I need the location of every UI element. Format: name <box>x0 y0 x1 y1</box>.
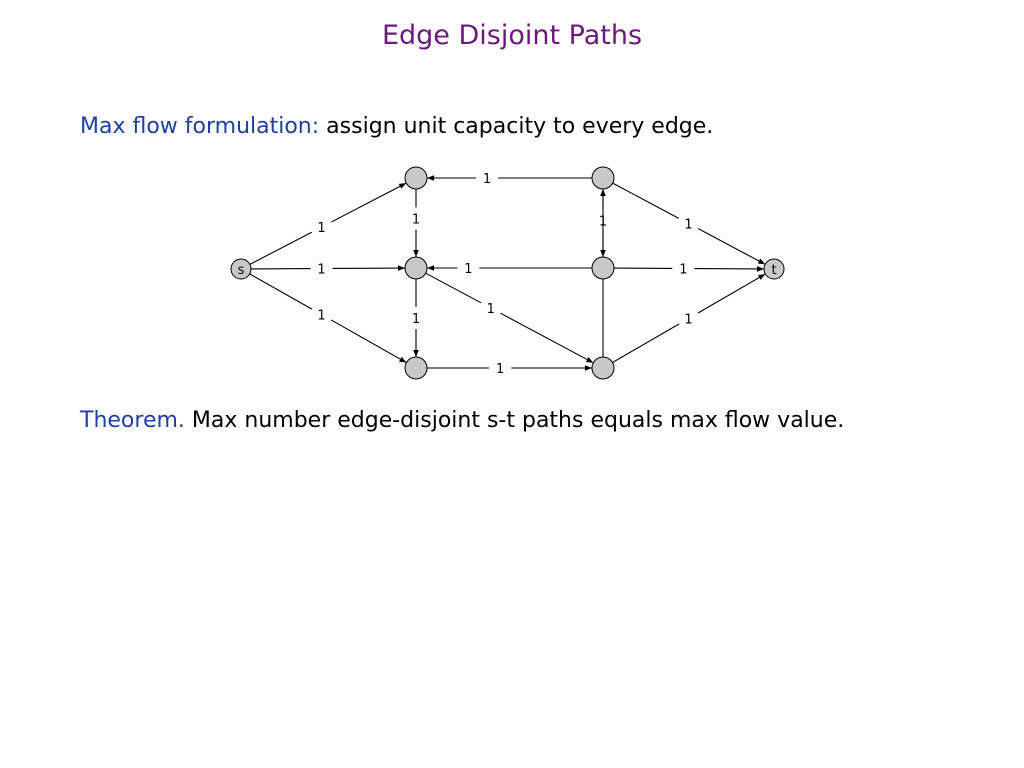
edge-d-b: 1 <box>427 262 592 277</box>
edge-f-t: 1 <box>612 273 766 363</box>
edge-line <box>612 323 680 363</box>
edge-s-a: 1 <box>249 182 407 265</box>
edge-s-b: 1 <box>250 263 406 278</box>
edge-capacity-label: 1 <box>412 312 420 327</box>
node-f <box>591 356 615 380</box>
edge-line <box>425 272 482 304</box>
node-circle <box>404 356 428 380</box>
edge-e-t: 1 <box>612 182 766 265</box>
node-circle <box>591 166 615 190</box>
edge-capacity-label: 1 <box>464 262 472 277</box>
edge-capacity-label: 1 <box>412 213 420 228</box>
edge-capacity-label: 1 <box>679 262 687 277</box>
node-circle <box>404 256 428 280</box>
node-label: s <box>238 263 245 278</box>
edge-line <box>249 231 312 265</box>
edge-s-c: 1 <box>249 273 407 364</box>
formulation-label: Max flow formulation: <box>80 114 320 139</box>
edge-arrow <box>331 182 407 223</box>
node-circle <box>591 356 615 380</box>
edge-capacity-label: 1 <box>496 362 504 377</box>
edge-capacity-label: 1 <box>483 172 491 187</box>
node-circle <box>404 166 428 190</box>
edge-capacity-label: 1 <box>317 263 325 278</box>
slide-title: Edge Disjoint Paths <box>381 20 643 51</box>
node-b <box>404 256 428 280</box>
edge-line <box>249 273 313 310</box>
node-s: s <box>230 258 252 280</box>
edge-a-b: 1 <box>412 189 420 257</box>
node-t: t <box>763 258 785 280</box>
node-circle <box>591 256 615 280</box>
edge-arrow <box>500 312 594 364</box>
edge-capacity-label: 1 <box>684 313 692 328</box>
edge-b-c: 1 <box>412 279 420 357</box>
edge-capacity-label: 1 <box>317 221 325 236</box>
edge-capacity-label: 1 <box>317 309 325 324</box>
edge-d-t: 1 <box>613 262 765 277</box>
edges-layer: 11111111111111 <box>249 172 766 377</box>
theorem-text: Max number edge-disjoint s-t paths equal… <box>191 408 845 433</box>
node-circle <box>763 258 785 280</box>
node-d <box>591 256 615 280</box>
formulation-line: Max flow formulation: assign unit capaci… <box>80 114 713 139</box>
edge-b-f: 1 <box>425 272 594 364</box>
theorem-label: Theorem. <box>80 408 185 433</box>
node-label: t <box>771 263 776 278</box>
node-e <box>591 166 615 190</box>
edge-capacity-label: 1 <box>684 218 692 233</box>
edge-capacity-label: 1 <box>487 302 495 317</box>
edge-c-f: 1 <box>427 362 592 377</box>
edge-line <box>612 182 680 219</box>
node-circle <box>230 258 252 280</box>
edge-arrow <box>697 228 766 265</box>
edge-e-a: 1 <box>427 172 592 187</box>
edge-arrow <box>697 273 766 314</box>
node-a <box>404 166 428 190</box>
formulation-text: assign unit capacity to every edge. <box>326 114 714 139</box>
node-c <box>404 356 428 380</box>
theorem-line: Theorem. Max number edge-disjoint s-t pa… <box>80 408 844 433</box>
edge-arrow <box>330 319 407 364</box>
